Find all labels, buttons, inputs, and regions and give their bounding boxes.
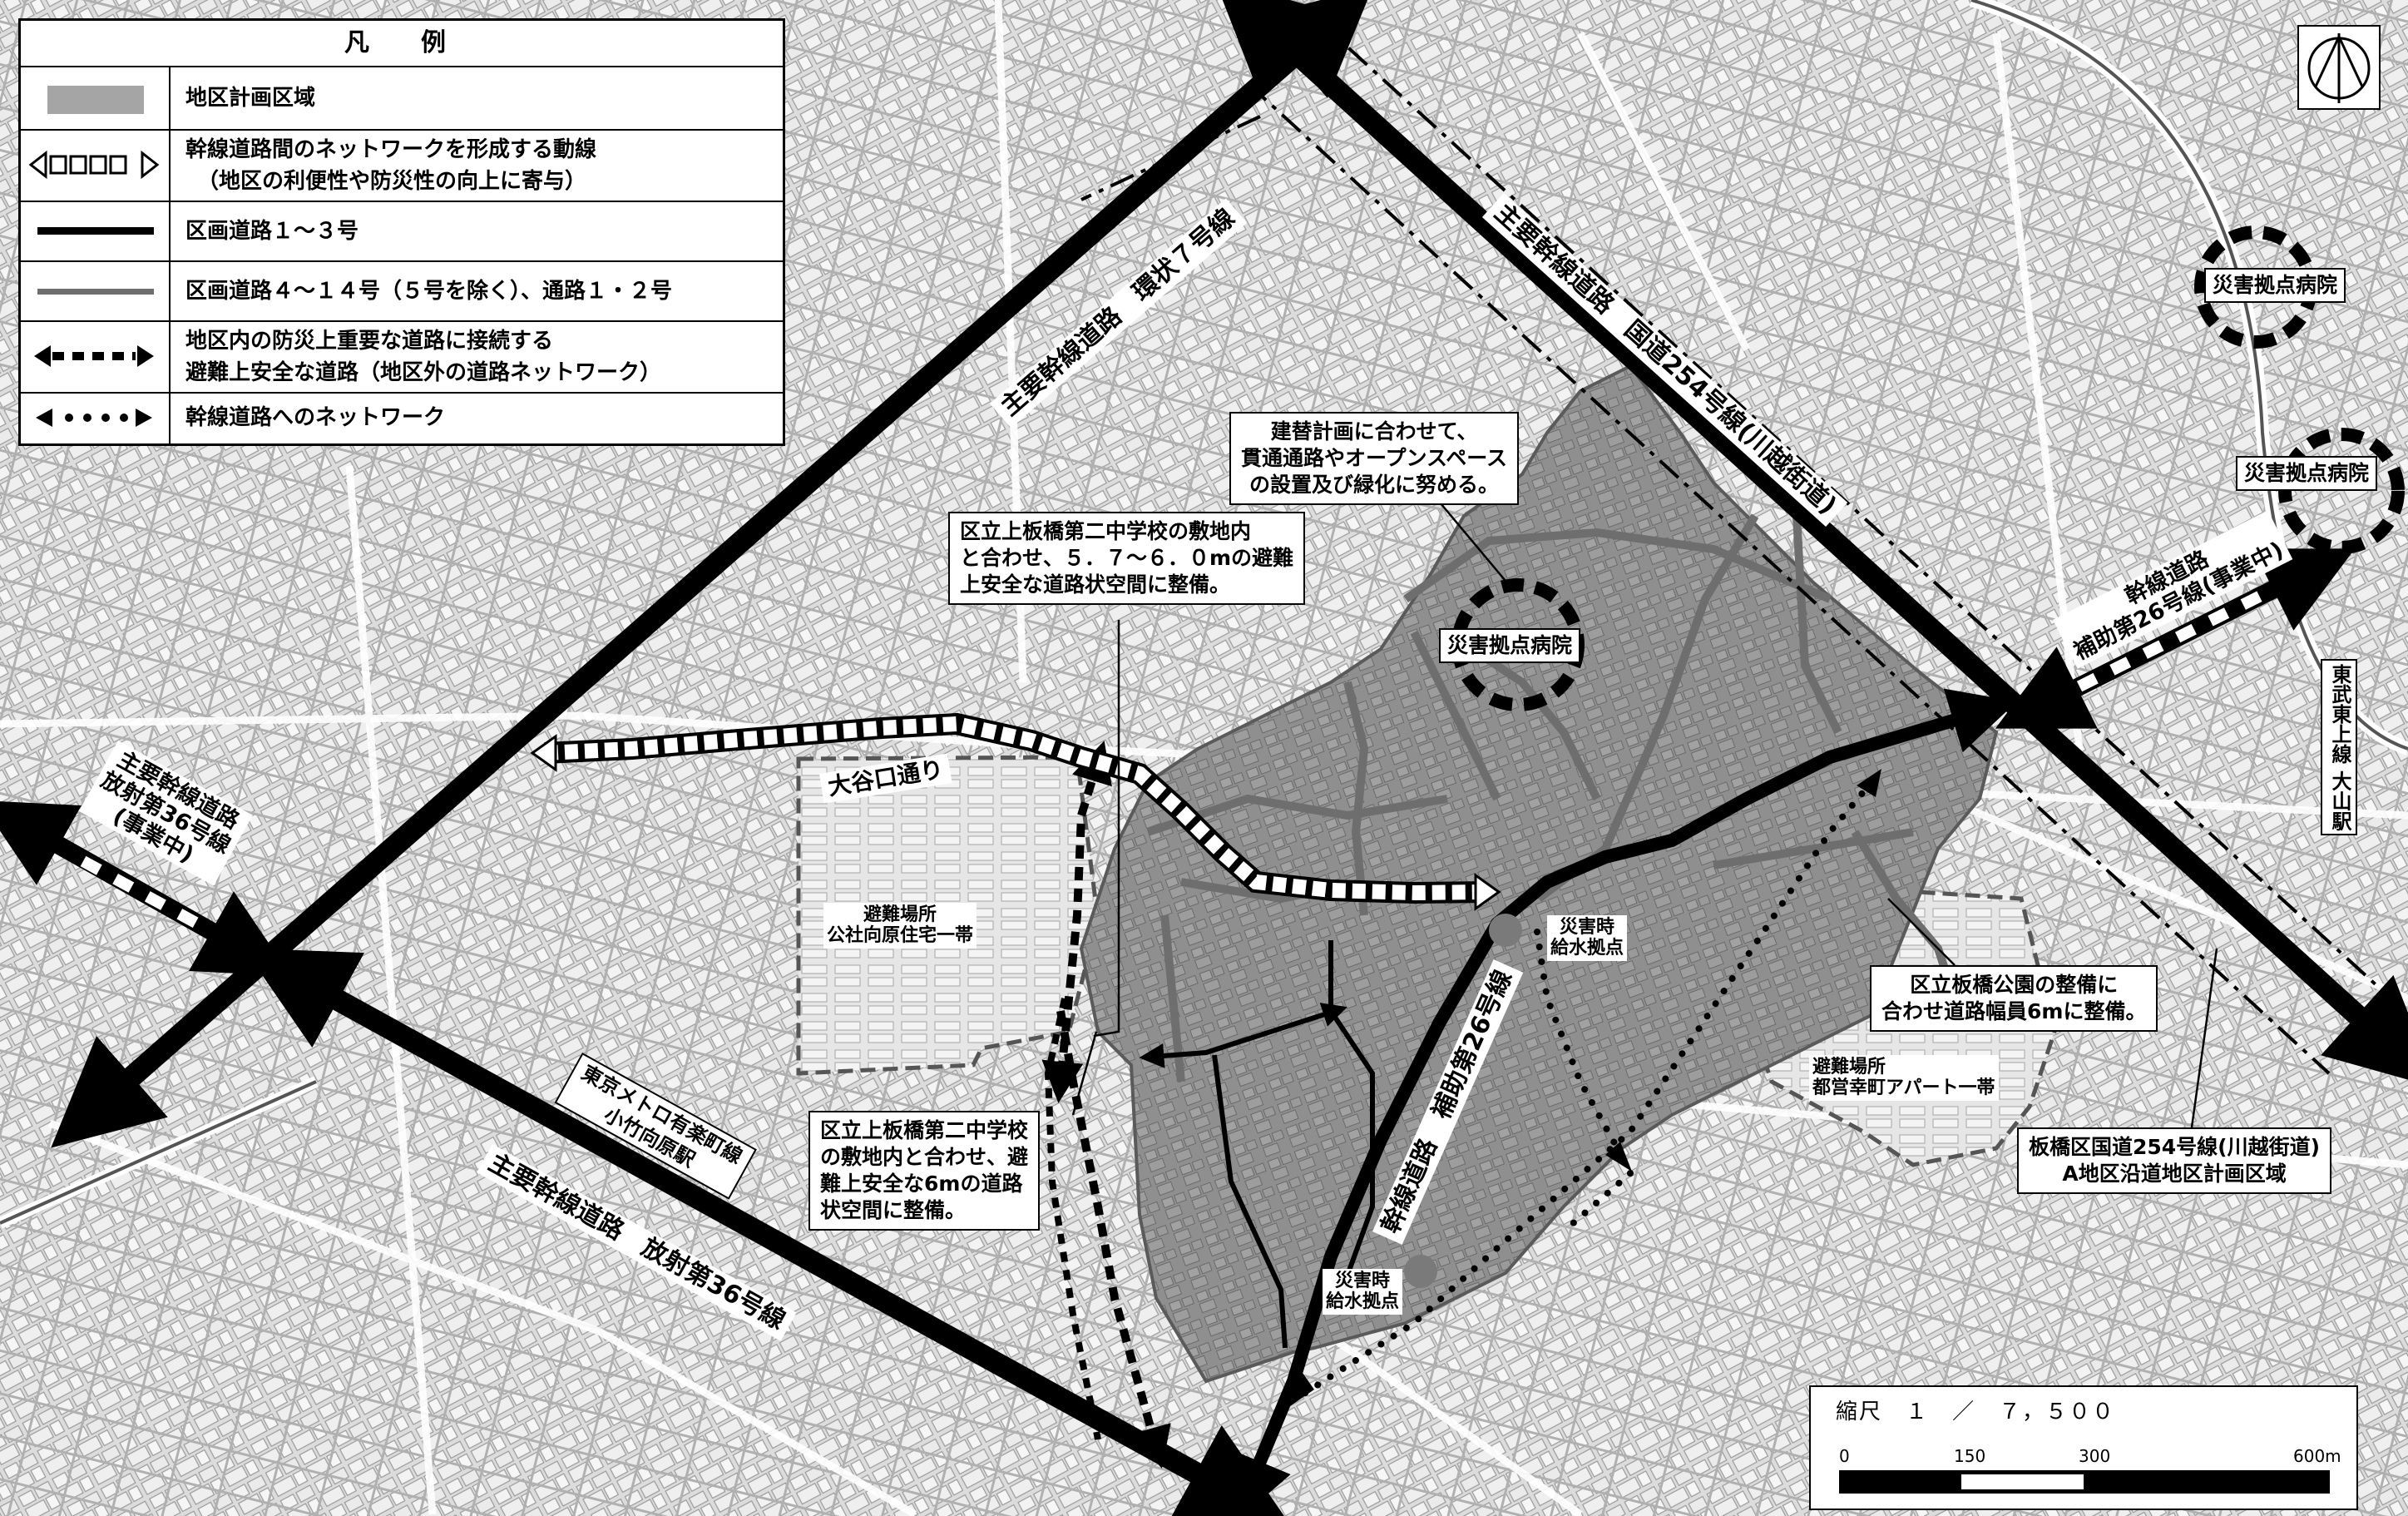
callout-school-south-line4: 状空間に整備。 (820, 1198, 967, 1222)
callout-district-a-line2: A地区沿道地区計画区域 (2062, 1162, 2287, 1186)
legend-box: 凡 例 地区計画区域 幹線道路間のネットワークを形成する動線 （地区の利便性や防… (18, 18, 785, 446)
callout-school-north-line2: と合わせ、５．７～６．０mの避難 (960, 546, 1294, 570)
legend-symbol-arterial-network (21, 394, 171, 443)
legend-sublabel-network-route: （地区の利便性や防災性の向上に寄与） (197, 169, 587, 194)
legend-symbol-evacuation-road (21, 322, 171, 392)
north-arrow (2297, 25, 2381, 110)
callout-park-line1: 区立板橋公園の整備に (1910, 973, 2119, 997)
route254-road (1214, 0, 2408, 1088)
kanjo7-road (51, 0, 1373, 1148)
callout-school-north: 区立上板橋第二中学校の敷地内 と合わせ、５．７～６．０mの避難 上安全な道路状空… (948, 512, 1306, 605)
station-oyama: 東武東上線 大山駅 (2321, 659, 2357, 836)
station-oyama-name: 大山駅 (2328, 770, 2351, 831)
legend-row-district-road-1-3: 区画道路１～３号 (21, 202, 783, 262)
district-a-boundary (1080, 15, 2397, 1075)
legend-label-evacuation-road: 地区内の防災上重要な道路に接続する (185, 329, 554, 354)
legend-sublabel-evacuation-road: 避難上安全な道路（地区外の道路ネットワーク） (185, 360, 662, 385)
water-marker-1 (1489, 914, 1522, 947)
shelter-label-kohara: 避難場所 公社向原住宅一帯 (823, 903, 977, 949)
network-route-oyaguchi (530, 712, 1501, 911)
legend-label-district-road-4-14: 区画道路４～１４号（５号を除く）、通路１・２号 (185, 279, 673, 304)
scale-tick-150: 150 (1954, 1446, 1986, 1466)
callout-district-a: 板橋区国道254号線(川越街道) A地区沿道地区計画区域 (2017, 1127, 2332, 1194)
legend-row-arterial-network: 幹線道路へのネットワーク (21, 394, 783, 443)
callout-school-south: 区立上板橋第二中学校 の敷地内と合わせ、避 難上安全な6mの道路 状空間に整備。 (808, 1111, 1041, 1231)
legend-label-district-road-1-3: 区画道路１～３号 (185, 219, 359, 244)
water-label-2: 災害時 給水拠点 (1323, 1269, 1403, 1315)
water-label-2-line2: 給水拠点 (1326, 1291, 1400, 1313)
legend-row-district-road-4-14: 区画道路４～１４号（５号を除く）、通路１・２号 (21, 262, 783, 322)
legend-label-arterial-network: 幹線道路へのネットワーク (185, 405, 446, 430)
hospital-marker-east (2278, 428, 2405, 554)
evacuation-routes (1041, 741, 1171, 1469)
water-label-1: 災害時 給水拠点 (1547, 915, 1628, 961)
legend-symbol-district-area (21, 67, 171, 129)
callout-rebuild-line2: 貫通通路やオープンスペース (1241, 446, 1508, 470)
shelter-label-saiwai-line1: 避難場所 (1812, 1057, 1886, 1078)
callout-school-south-line1: 区立上板橋第二中学校 (820, 1118, 1029, 1142)
legend-symbol-district-road-1-3 (21, 202, 171, 260)
station-oyama-line: 東武東上線 (2328, 664, 2351, 764)
roads-under-construction (0, 548, 2356, 977)
callout-district-a-line1: 板橋区国道254号線(川越街道) (2029, 1135, 2321, 1159)
shelter-label-kohara-line1: 避難場所 (863, 904, 937, 925)
shelter-label-saiwai-line2: 都営幸町アパート一帯 (1812, 1078, 1995, 1099)
water-label-1-line2: 給水拠点 (1550, 938, 1624, 959)
scale-tick-300: 300 (2079, 1446, 2111, 1466)
legend-label-network-route: 幹線道路間のネットワークを形成する動線 (185, 137, 597, 162)
callout-park: 区立板橋公園の整備に 合わせ道路幅員6mに整備。 (1870, 965, 2158, 1032)
north-arrow-icon (2307, 33, 2371, 103)
legend-row-network-route: 幹線道路間のネットワークを形成する動線 （地区の利便性や防災性の向上に寄与） (21, 131, 783, 202)
legend-label-district-area: 地区計画区域 (185, 86, 316, 111)
callout-rebuild-line1: 建替計画に合わせて、 (1270, 419, 1478, 443)
legend-row-district-area: 地区計画区域 (21, 67, 783, 131)
shelter-label-saiwai: 避難場所 都営幸町アパート一帯 (1809, 1055, 1999, 1101)
legend-symbol-network-route (21, 131, 171, 201)
callout-rebuild: 建替計画に合わせて、 貫通通路やオープンスペース の設置及び緑化に努める。 (1229, 412, 1520, 505)
water-label-1-line1: 災害時 (1560, 917, 1615, 938)
callout-rebuild-line3: の設置及び緑化に努める。 (1249, 473, 1500, 497)
callout-school-north-line1: 区立上板橋第二中学校の敷地内 (960, 519, 1252, 543)
scale-title: 縮尺 １ ／ ７，５００ (1836, 1400, 2116, 1424)
arterial-network-routes (1294, 779, 1875, 1401)
leader-lines (1071, 503, 2218, 1128)
water-supply-markers (1404, 914, 1522, 1288)
arterial-network-arrowheads (1288, 769, 1881, 1408)
callout-school-north-line3: 上安全な道路状空間に整備。 (960, 572, 1231, 597)
callout-school-south-line3: 難上安全な6mの道路 (820, 1172, 1023, 1196)
legend-title: 凡 例 (21, 21, 783, 67)
callout-school-south-line2: の敷地内と合わせ、避 (820, 1145, 1029, 1169)
scale-bar (1839, 1470, 2330, 1494)
hospital-label-north: 災害拠点病院 (2204, 268, 2346, 303)
legend-symbol-district-road-4-14 (21, 262, 171, 320)
callout-park-line2: 合わせ道路幅員6mに整備。 (1881, 999, 2147, 1023)
hospital-label-center: 災害拠点病院 (1439, 628, 1581, 663)
legend-row-evacuation-road: 地区内の防災上重要な道路に接続する 避難上安全な道路（地区外の道路ネットワーク） (21, 322, 783, 394)
water-label-2-line1: 災害時 (1335, 1271, 1391, 1291)
hospital-label-east: 災害拠点病院 (2236, 456, 2378, 491)
hoshaku36-road-south (243, 948, 1291, 1516)
water-marker-2 (1404, 1255, 1437, 1288)
shelter-label-kohara-line2: 公社向原住宅一帯 (827, 925, 974, 947)
scale-tick-600m: 600m (2293, 1446, 2341, 1466)
hoshaku36-west-construction (0, 800, 291, 977)
scale-box: 縮尺 １ ／ ７，５００ 0 150 300 600m (1809, 1385, 2358, 1510)
scale-tick-0: 0 (1839, 1446, 1850, 1466)
